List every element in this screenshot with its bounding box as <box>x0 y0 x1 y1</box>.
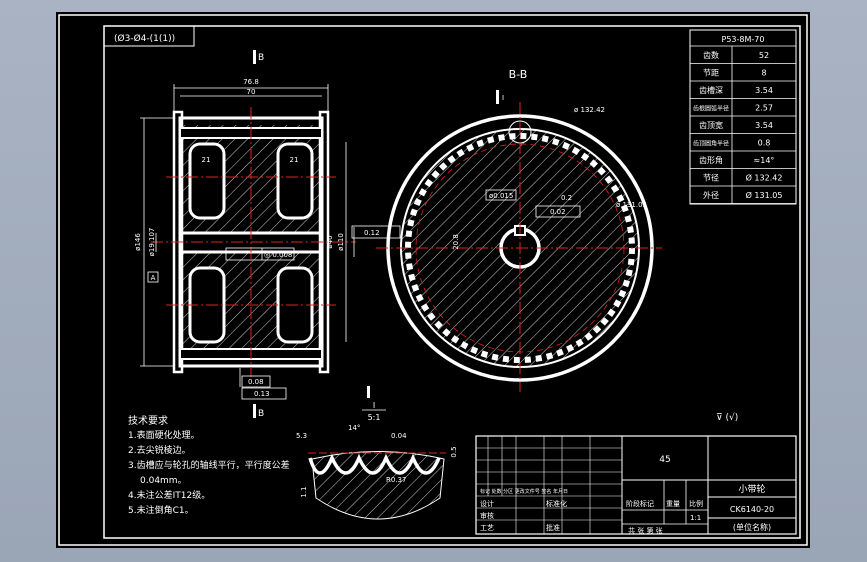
param-row-label: 齿根圆弧半径 <box>693 105 729 113</box>
note-item: 4.未注公差IT12级。 <box>128 489 210 501</box>
tol-right-flange: 0.12 <box>364 229 380 237</box>
inner-frame <box>103 25 801 539</box>
tol-position: 0.2 <box>561 194 572 202</box>
note-item: 5.未注倒角C1。 <box>128 504 194 516</box>
section-mark-bottom: B <box>258 409 264 419</box>
dim-tooth-c: 14° <box>348 424 360 432</box>
tb-material: 45 <box>659 455 670 465</box>
note-item: 0.04mm。 <box>140 476 187 486</box>
pulley-side-section <box>151 107 356 377</box>
tb-drawing-no: CK6140-20 <box>730 505 774 514</box>
tol-runout-1: 0.08 <box>248 378 264 386</box>
detail-label: I <box>373 401 375 410</box>
dim-bore-dia: ø40 <box>326 235 334 248</box>
param-row-value: ≈14° <box>754 156 775 165</box>
outer-frame <box>58 14 808 546</box>
section-title: B-B <box>509 68 528 81</box>
param-row-label: 外径 <box>703 190 719 200</box>
dim-web-left: 21 <box>202 156 211 164</box>
tol-keyway: 0.02 <box>550 208 566 216</box>
detail-scale: 5:1 <box>368 413 381 422</box>
param-rows: 齿数 52 节距 8 齿槽深 3.54 齿根圆弧半径 2.57 齿顶宽 3.54 齿顶圆角半径 0.8… <box>690 50 796 204</box>
dim-tooth-a: 5.3 <box>296 432 307 440</box>
tol-runout-2: 0.13 <box>254 390 270 398</box>
tb-approve-label: 批准 <box>546 523 560 532</box>
tol-left-hub: ◎ 0.008 <box>264 251 292 259</box>
corner-label: (Ø3-Ø4-(1(1)) <box>114 33 175 44</box>
dim-inner-width: 70 <box>247 88 256 96</box>
datum-a-label: A <box>151 274 156 282</box>
tb-company: (单位名称) <box>733 522 771 532</box>
note-item: 2.去尖锐棱边。 <box>128 444 191 456</box>
param-row-value: 3.54 <box>755 86 773 95</box>
tol-bore: ø0.015 <box>489 192 513 200</box>
dim-hub-dia: ø19.107 <box>148 228 156 257</box>
tb-scale-value: 1:1 <box>690 514 701 522</box>
tb-process-label: 工艺 <box>480 524 494 532</box>
dim-flange-dia: ø110 <box>337 233 345 251</box>
param-row-label: 齿槽深 <box>699 85 723 95</box>
dim-tooth-e: 1.1 <box>300 486 308 497</box>
dim-tooth-d: 0.5 <box>450 446 458 457</box>
tooth-detail <box>308 451 446 520</box>
detail-ref-mark: I <box>502 94 504 102</box>
dim-web-right: 21 <box>290 156 299 164</box>
param-row-value: Ø 131.05 <box>746 190 783 200</box>
param-row-value: 8 <box>761 69 766 78</box>
dim-keyway-depth: 20.8 <box>452 234 460 250</box>
dim-overall-width: 76.8 <box>243 78 259 86</box>
param-row-label: 齿数 <box>703 50 719 60</box>
param-row-value: 2.57 <box>755 104 773 113</box>
param-table <box>689 29 797 205</box>
param-row-value: 0.8 <box>758 139 771 148</box>
corner-label-box <box>103 25 195 47</box>
dim-pitch-dia: ø 132.42 <box>574 106 605 114</box>
dim-tooth-f: R0.37 <box>386 476 406 484</box>
section-mark-top: B <box>258 53 264 63</box>
tb-sheets-label: 共 张 第 张 <box>628 526 663 535</box>
param-row-label: 节距 <box>703 69 719 78</box>
title-block-grid <box>475 435 797 535</box>
tb-review-label: 审核 <box>480 511 494 520</box>
param-row-label: 齿顶圆角半径 <box>693 140 729 148</box>
tb-stage-label: 阶段标记 <box>626 499 654 508</box>
notes-list: 1.表面硬化处理。 2.去尖锐棱边。 3.齿槽应与轮孔的轴线平行，平行度公差 0.04… <box>128 429 290 516</box>
dim-outer-dia: ø146 <box>134 233 142 251</box>
notes-title: 技术要求 <box>128 414 168 427</box>
note-item: 3.齿槽应与轮孔的轴线平行，平行度公差 <box>128 459 290 471</box>
tb-part-name: 小带轮 <box>738 483 765 495</box>
tb-marks-label: 标记 处数 分区 更改文件号 签名 年月日 <box>480 488 568 495</box>
note-item: 1.表面硬化处理。 <box>128 429 200 441</box>
param-table-header: P53-8M-70 <box>722 35 765 44</box>
param-row-label: 节径 <box>703 173 719 183</box>
param-row-label: 齿形角 <box>699 155 723 165</box>
dim-tip-dia: ø 131.05 <box>616 201 647 209</box>
cad-drawing: (Ø3-Ø4-(1(1)) B B <box>58 14 808 546</box>
tb-weight-label: 重量 <box>666 500 680 508</box>
tb-scale-label: 比例 <box>689 499 703 508</box>
param-row-value: 52 <box>759 51 769 60</box>
tb-standardize-label: 标准化 <box>546 499 567 508</box>
tb-design-label: 设计 <box>480 499 494 508</box>
param-row-value: Ø 132.42 <box>746 173 783 183</box>
surface-finish: ⊽ (√) <box>716 412 738 423</box>
param-row-label: 齿顶宽 <box>699 120 723 130</box>
drawing-sheet: (Ø3-Ø4-(1(1)) B B <box>56 12 810 548</box>
side-dimensions <box>140 84 355 387</box>
pulley-front-section <box>376 102 662 392</box>
param-row-value: 3.54 <box>755 121 773 130</box>
dim-tooth-b: 0.04 <box>391 432 407 440</box>
